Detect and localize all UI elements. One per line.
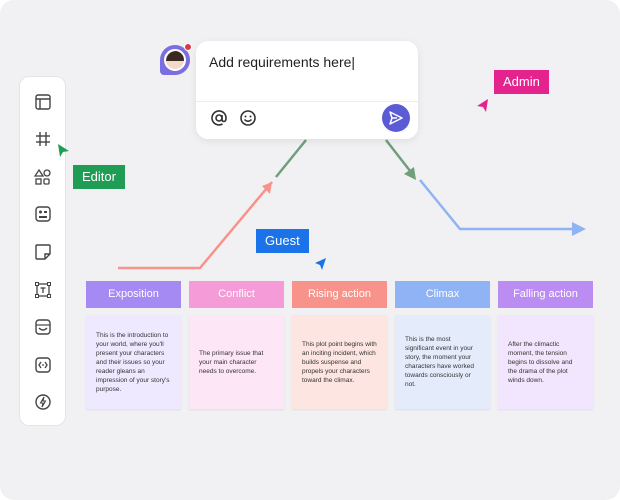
text-box-icon[interactable] [28, 275, 58, 305]
shapes-icon[interactable] [28, 162, 58, 192]
stage-header-conflict[interactable]: Conflict [189, 281, 284, 308]
sticky-note-text: This plot point begins with an inciting … [302, 340, 377, 384]
frame-grid-icon[interactable] [28, 125, 58, 155]
admin-tag: Admin [494, 70, 549, 94]
sticky-note-text: This is the introduction to your world, … [96, 331, 170, 393]
climax-arrowhead [404, 167, 416, 180]
send-icon [389, 111, 403, 125]
stage-header-climax[interactable]: Climax [395, 281, 490, 308]
sticky-note-text: The primary issue that your main charact… [199, 349, 264, 375]
guest-cursor-icon [315, 258, 326, 270]
falling-arrowhead [572, 222, 586, 236]
editor-cursor-icon [58, 144, 69, 157]
at-icon[interactable] [209, 108, 229, 128]
rising-arc-line [275, 139, 307, 178]
stage-header-exposition[interactable]: Exposition [86, 281, 181, 308]
admin-cursor-icon [477, 99, 488, 112]
sticky-note-exposition[interactable]: This is the introduction to your world, … [86, 315, 181, 409]
notification-dot [184, 43, 192, 51]
requirements-chat-box [196, 41, 418, 139]
requirements-input[interactable] [209, 51, 405, 73]
chat-divider [196, 101, 418, 102]
climax-arc-line [385, 139, 415, 177]
sticky-note-conflict[interactable]: The primary issue that your main charact… [189, 315, 284, 409]
editor-tag: Editor [73, 165, 125, 189]
smile-icon[interactable] [238, 108, 258, 128]
sticky-note-falling-action[interactable]: After the climactic moment, the tension … [498, 315, 593, 409]
sticky-note-icon[interactable] [28, 237, 58, 267]
components-icon[interactable] [28, 200, 58, 230]
send-button[interactable] [382, 104, 410, 132]
sticky-note-text: This is the most significant event in yo… [405, 336, 475, 388]
lightning-icon[interactable] [28, 388, 58, 418]
falling-arc-line [419, 179, 574, 231]
sticky-note-climax[interactable]: This is the most significant event in yo… [395, 315, 490, 409]
sticky-note-text: After the climactic moment, the tension … [508, 340, 573, 384]
rising-arrowhead [262, 182, 272, 194]
guest-tag: Guest [256, 229, 309, 253]
sticky-note-rising-action[interactable]: This plot point begins with an inciting … [292, 315, 387, 409]
code-icon[interactable] [28, 350, 58, 380]
stage-header-falling-action[interactable]: Falling action [498, 281, 593, 308]
left-toolbar [19, 76, 66, 426]
exposition-arc-line [118, 181, 273, 270]
layout-icon[interactable] [28, 87, 58, 117]
stage-header-rising-action[interactable]: Rising action [292, 281, 387, 308]
embed-icon[interactable] [28, 312, 58, 342]
